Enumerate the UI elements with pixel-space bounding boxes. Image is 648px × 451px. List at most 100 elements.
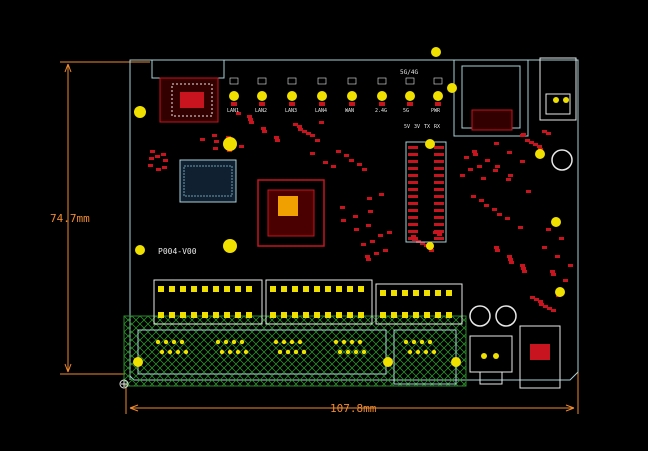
led-outline (287, 77, 297, 85)
led-label: LAN1 (227, 108, 239, 114)
led-resistor (259, 102, 265, 106)
silkscreen-label: P004-V00 (158, 247, 197, 256)
smd-pad (525, 139, 530, 142)
smd-pad (361, 243, 366, 246)
power-connector (469, 325, 561, 389)
smd-pad (559, 237, 564, 240)
ic-pin-left (408, 216, 418, 219)
smd-pad (354, 228, 359, 231)
smd-pad (340, 206, 345, 209)
smd-pad (543, 305, 548, 308)
smd-pad (200, 138, 205, 141)
smd-pad (319, 121, 324, 124)
smd-pad (551, 309, 556, 312)
smd-pad (518, 226, 523, 229)
led-resistor (319, 102, 325, 106)
smd-pad (163, 159, 168, 162)
ic-pin-right (434, 237, 444, 240)
height-label: 74.7mm (50, 212, 90, 225)
smd-pad (370, 240, 375, 243)
smd-pad (365, 255, 370, 258)
ic-pin-right (434, 209, 444, 212)
header-pin (246, 312, 252, 318)
ic-pin-right (434, 195, 444, 198)
ic-pin-left (408, 174, 418, 177)
led-label: LAN3 (285, 108, 297, 114)
smd-pad (481, 177, 486, 180)
header-pin (224, 312, 230, 318)
mounting-hole (223, 137, 237, 151)
smd-pad (353, 215, 358, 218)
smd-pad (492, 208, 497, 211)
led-outline (229, 77, 239, 85)
smd-pad (530, 296, 535, 299)
header-pin (202, 312, 208, 318)
ic-pin-right (434, 153, 444, 156)
header-pin (281, 312, 287, 318)
header-pin (424, 290, 430, 296)
header-pin (325, 312, 331, 318)
smd-pad (362, 168, 367, 171)
header-pin (270, 312, 276, 318)
smd-pad (306, 132, 311, 135)
rj45-pin (431, 349, 437, 355)
smd-pad (437, 233, 442, 236)
rj45-pin (167, 349, 173, 355)
led-outline (347, 77, 357, 85)
header-outline (265, 279, 373, 325)
ic-pin-right (434, 216, 444, 219)
ic-pin-left (408, 160, 418, 163)
rj45-pin (235, 349, 241, 355)
rj45-pin (285, 349, 291, 355)
ic-pin-left (408, 230, 418, 233)
header-pin (270, 286, 276, 292)
smd-pad (411, 235, 416, 238)
rj45-pin (179, 339, 185, 345)
smd-pad (534, 298, 539, 301)
led-resistor (349, 102, 355, 106)
smd-pad (349, 159, 354, 162)
smd-pad (526, 190, 531, 193)
led-resistor (231, 102, 237, 106)
rj45-pin (297, 339, 303, 345)
led-outline (377, 77, 387, 85)
smd-pad (551, 273, 556, 276)
mounting-hole (551, 217, 561, 227)
smd-pad (508, 258, 513, 261)
header-pin (235, 312, 241, 318)
header-pin (213, 286, 219, 292)
smd-pad (293, 123, 298, 126)
header-pin (435, 290, 441, 296)
smd-pad (155, 155, 160, 158)
rj45-top-right (453, 59, 529, 137)
rj45-pin (155, 339, 161, 345)
smd-pad (507, 255, 512, 258)
rj45-pin (427, 339, 433, 345)
smd-pad (236, 112, 241, 115)
flash-chip (179, 159, 237, 203)
rj45-pin (411, 339, 417, 345)
led-label: LAN4 (315, 108, 327, 114)
led-label: 2.4G (375, 108, 387, 114)
smd-pad (507, 151, 512, 154)
header-rows (153, 279, 463, 325)
ic-pin-right (434, 202, 444, 205)
rj45-pin (219, 349, 225, 355)
header-pin (202, 286, 208, 292)
smd-pad (298, 128, 303, 131)
header-outline (153, 279, 263, 325)
mounting-hole (431, 47, 441, 57)
rj45-pin (353, 349, 359, 355)
smd-pad (542, 130, 547, 133)
mounting-hole (223, 239, 237, 253)
smd-pad (315, 139, 320, 142)
rj45-pin (333, 339, 339, 345)
rj45-pin (345, 349, 351, 355)
smd-pad (378, 234, 383, 237)
ic-pin-right (434, 181, 444, 184)
header-pin (325, 286, 331, 292)
smd-pad (310, 134, 315, 137)
smd-pad (367, 197, 372, 200)
smd-pad (261, 127, 266, 130)
smd-pad (331, 165, 336, 168)
